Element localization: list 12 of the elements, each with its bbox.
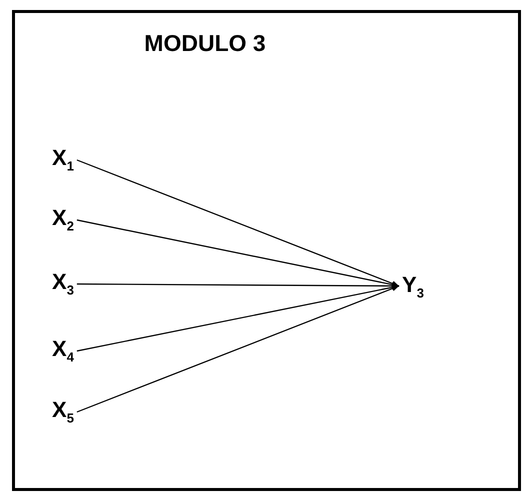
variable-label: X$_{3}$ xyxy=(52,269,74,295)
arrow xyxy=(76,284,400,352)
variable-label: X$_{2}$ xyxy=(52,205,74,231)
variable-label: X$_{5}$ xyxy=(52,397,74,423)
arrow xyxy=(76,285,400,413)
arrow xyxy=(76,219,400,288)
title: MODULO 3 xyxy=(143,30,267,57)
arrow xyxy=(76,159,400,287)
variable-label: X$_{1}$ xyxy=(52,145,74,171)
arrow xyxy=(76,283,399,289)
variable-label: X$_{4}$ xyxy=(52,336,74,362)
variable-label: Y$_{3}$ xyxy=(402,272,424,298)
